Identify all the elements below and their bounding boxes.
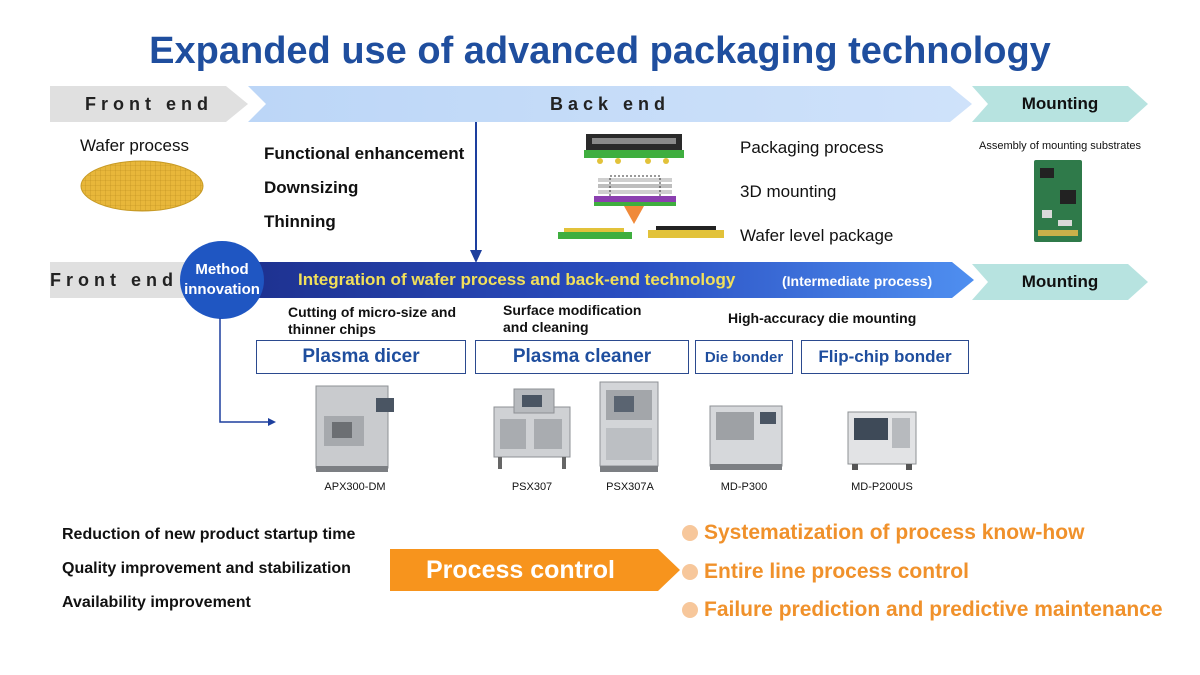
plasma-cleaner-box: Plasma cleaner — [475, 340, 689, 374]
circuit-board-icon — [1034, 160, 1082, 242]
front-end-arrow: Front end — [50, 86, 248, 122]
elbow-arrow-icon — [212, 318, 278, 428]
front-end-label-2: Front end — [50, 269, 178, 290]
integration-arrow — [222, 262, 974, 298]
mounting-label-top: Mounting — [1021, 94, 1099, 113]
wafer-process-label: Wafer process — [80, 136, 189, 155]
machine-label-apx300: APX300-DM — [324, 481, 386, 493]
wafer-icon — [80, 160, 204, 212]
outcome-1: Systematization of process know-how — [682, 521, 1084, 545]
down-arrow-icon — [468, 122, 484, 264]
flip-chip-bonder-label: Flip-chip bonder — [818, 347, 952, 366]
back-end-label: Back end — [549, 93, 671, 114]
package-diagram-icon — [556, 128, 726, 246]
md-p200us-machine-icon — [844, 402, 920, 472]
plasma-cleaner-label: Plasma cleaner — [512, 346, 652, 367]
method-innovation-badge: Method innovation — [180, 241, 264, 319]
machine-label-md-p300: MD-P300 — [720, 481, 768, 493]
plasma-dicer-label: Plasma dicer — [302, 346, 420, 367]
point-downsizing: Downsizing — [264, 178, 359, 197]
process-control-arrow: Process control — [390, 549, 680, 591]
point-thinning: Thinning — [264, 212, 336, 231]
die-bonder-box: Die bonder — [695, 340, 793, 374]
category-surface: Surface modification and cleaning — [503, 302, 642, 335]
packaging-item-1: Packaging process — [740, 138, 884, 157]
outcome-3: Failure prediction and predictive mainte… — [682, 598, 1163, 622]
die-bonder-label: Die bonder — [704, 348, 784, 366]
benefit-startup: Reduction of new product startup time — [62, 526, 356, 543]
machine-label-psx307: PSX307 — [511, 481, 553, 493]
outcome-3-label: Failure prediction and predictive mainte… — [704, 598, 1163, 621]
method-innovation-label: Method innovation — [184, 261, 260, 298]
back-end-arrow: Back end — [248, 86, 972, 122]
category-cutting: Cutting of micro-size and thinner chips — [288, 304, 456, 337]
machine-label-md-p200us: MD-P200US — [851, 481, 913, 493]
outcome-1-label: Systematization of process know-how — [704, 521, 1085, 544]
packaging-item-2: 3D mounting — [740, 182, 837, 201]
mounting-arrow-middle: Mounting — [972, 264, 1148, 300]
apx300-machine-icon — [310, 380, 400, 476]
mounting-arrow-top: Mounting — [972, 86, 1148, 122]
benefit-availability: Availability improvement — [62, 594, 251, 611]
integration-label: Integration of wafer process and back-en… — [298, 270, 736, 289]
psx307a-machine-icon — [596, 378, 662, 474]
plasma-dicer-box: Plasma dicer — [256, 340, 466, 374]
front-end-label: Front end — [85, 93, 213, 114]
bullet-dot-icon — [682, 525, 698, 541]
point-functional: Functional enhancement — [264, 144, 465, 163]
benefit-quality: Quality improvement and stabilization — [62, 560, 351, 577]
md-p300-machine-icon — [706, 398, 786, 474]
mounting-label-middle: Mounting — [1021, 272, 1099, 291]
outcome-2: Entire line process control — [682, 560, 969, 584]
process-control-label: Process control — [426, 555, 615, 584]
bullet-dot-icon — [682, 564, 698, 580]
bullet-dot-icon — [682, 602, 698, 618]
machine-label-psx307a: PSX307A — [606, 481, 654, 493]
packaging-item-3: Wafer level package — [740, 226, 894, 245]
category-die-mounting: High-accuracy die mounting — [728, 310, 917, 326]
outcome-2-label: Entire line process control — [704, 560, 969, 583]
intermediate-label: (Intermediate process) — [782, 273, 933, 289]
page-title: Expanded use of advanced packaging techn… — [149, 30, 1051, 72]
psx307-machine-icon — [490, 385, 574, 471]
flip-chip-bonder-box: Flip-chip bonder — [801, 340, 969, 374]
assembly-label: Assembly of mounting substrates — [978, 140, 1142, 152]
